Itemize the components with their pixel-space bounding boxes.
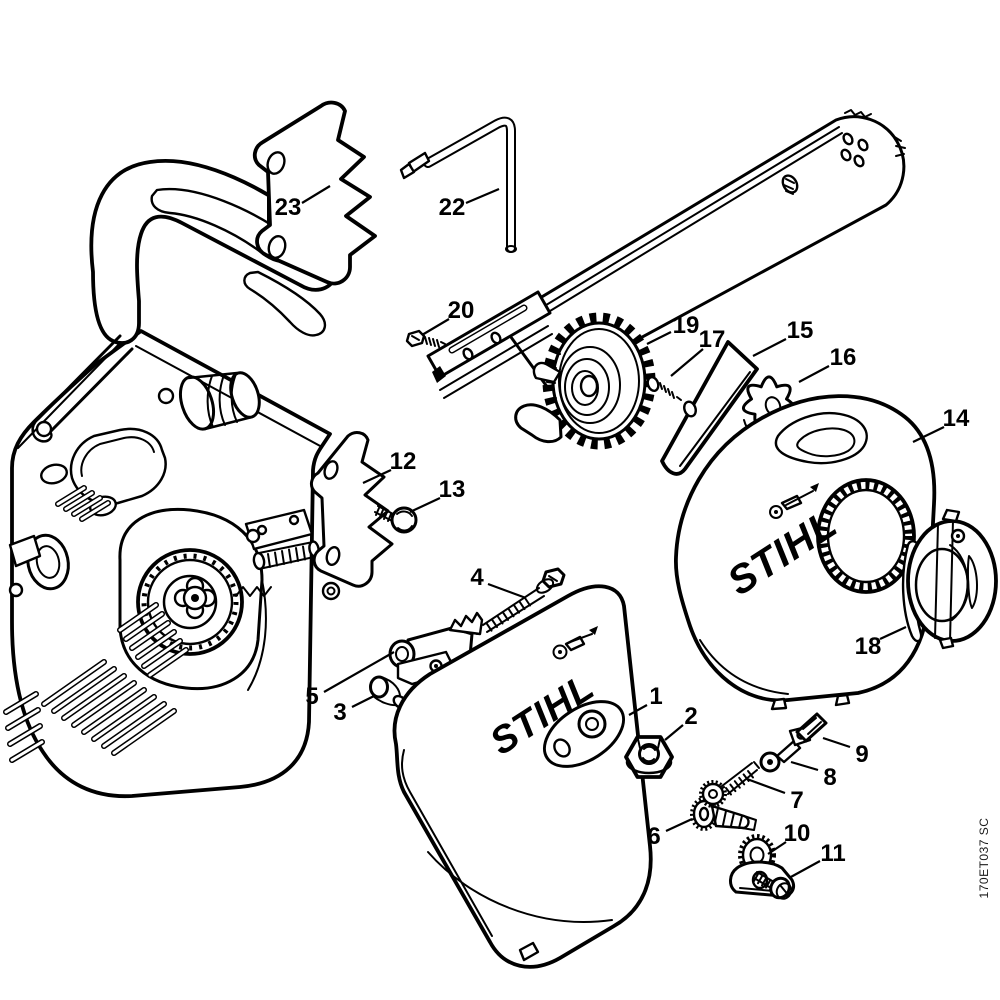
callout-leader-1 xyxy=(628,704,648,716)
callout-label-3: 3 xyxy=(333,699,346,726)
powerhead-drawing xyxy=(3,159,341,799)
tensioner-slot-plate-drawing xyxy=(426,290,553,399)
callout-leader-7 xyxy=(746,777,786,795)
callout-label-17: 17 xyxy=(699,326,726,353)
screw-17-drawing xyxy=(646,376,682,401)
clutch-drum-drawing xyxy=(118,507,264,691)
guide-bar-drawing xyxy=(498,109,906,390)
chainsaw-pictogram xyxy=(552,626,598,660)
drawing-code: 170ET037 SC xyxy=(977,818,991,899)
muffler-drawing xyxy=(157,371,261,431)
callout-label-9: 9 xyxy=(855,741,868,768)
callout-leader-13 xyxy=(409,497,441,513)
cooling-louvers xyxy=(3,602,189,763)
callout-label-11: 11 xyxy=(820,840,845,867)
callout-leader-12 xyxy=(362,469,392,484)
callout-label-1: 1 xyxy=(649,683,662,710)
vent-slits xyxy=(55,485,111,522)
callout-leader-11 xyxy=(788,860,821,879)
carb-flange-drawing xyxy=(8,533,70,598)
callout-leader-23 xyxy=(301,185,331,204)
callout-leader-9 xyxy=(822,736,851,749)
spike-bumper-large-drawing xyxy=(252,100,377,286)
callout-leader-6 xyxy=(665,818,693,832)
callout-leader-5 xyxy=(323,651,395,693)
retainer-clip-drawing xyxy=(795,712,828,743)
worm-gear-drawing xyxy=(690,797,757,831)
callout-leader-19 xyxy=(646,331,672,345)
callout-label-4: 4 xyxy=(470,564,484,591)
callout-label-16: 16 xyxy=(830,344,857,371)
callout-label-7: 7 xyxy=(790,787,803,814)
chainsaw-pictogram xyxy=(769,483,819,519)
callout-leader-16 xyxy=(798,365,830,383)
callout-leader-4 xyxy=(487,582,527,600)
callout-leader-8 xyxy=(790,760,819,772)
callout-label-5: 5 xyxy=(305,683,318,710)
callout-leader-17 xyxy=(670,348,704,377)
adjuster-cap-drawing xyxy=(901,508,998,650)
callout-leader-15 xyxy=(752,338,787,357)
nut-3-drawing xyxy=(369,675,408,710)
tensioner-block-drawing xyxy=(388,611,484,696)
screw-11-drawing xyxy=(753,871,793,900)
callout-label-2: 2 xyxy=(684,703,697,730)
callout-label-20: 20 xyxy=(448,297,475,324)
callout-label-13: 13 xyxy=(439,476,466,503)
callout-leader-22 xyxy=(465,187,500,205)
spike-bumper-small-drawing xyxy=(309,431,394,588)
callout-label-6: 6 xyxy=(647,823,660,850)
callout-label-22: 22 xyxy=(439,194,466,221)
callout-label-14: 14 xyxy=(943,405,970,432)
callout-label-15: 15 xyxy=(787,317,814,344)
callout-leader-18 xyxy=(879,626,907,640)
callout-label-19: 19 xyxy=(673,312,700,339)
callout-leader-14 xyxy=(912,426,945,443)
callout-label-8: 8 xyxy=(823,764,836,791)
chain-catcher-drawing xyxy=(514,403,563,444)
callout-label-23: 23 xyxy=(275,194,302,221)
side-cover-inner-drawing: STIHL xyxy=(392,584,653,969)
callout-leader-3 xyxy=(351,695,375,708)
tension-screw-short-drawing xyxy=(699,761,760,808)
sprocket-cover-outer-drawing: STIHL xyxy=(674,394,937,711)
chain-sprocket-drawing xyxy=(514,312,656,450)
collar-nut-drawing xyxy=(624,735,674,779)
callout-label-12: 12 xyxy=(390,448,417,475)
screw-13-drawing xyxy=(374,505,418,534)
callout-leader-2 xyxy=(664,724,684,741)
torx-wrench-drawing xyxy=(399,116,517,253)
callout-label-10: 10 xyxy=(784,820,811,847)
screw-20-drawing xyxy=(405,329,446,348)
callout-label-18: 18 xyxy=(855,633,882,660)
cover-plate-drawing xyxy=(660,340,759,476)
callout-leader-10 xyxy=(767,841,787,855)
callout-leader-20 xyxy=(421,318,450,336)
